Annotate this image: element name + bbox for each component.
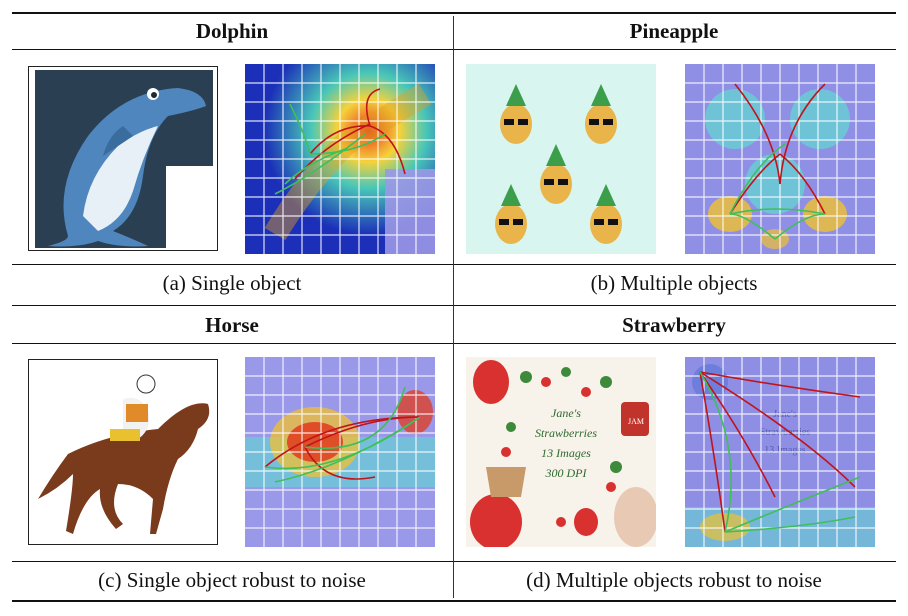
strawberry-title-line3: 13 Images <box>541 446 591 460</box>
pineapple-heatmap <box>685 64 875 254</box>
panel-title-horse: Horse <box>205 313 259 337</box>
panel-title-dolphin: Dolphin <box>195 19 269 43</box>
caption-b: (b) Multiple objects <box>590 271 758 295</box>
header-rule-2 <box>12 305 896 306</box>
dolphin-heatmap <box>245 64 435 254</box>
strawberry-image: JAM Jane's Strawberries 13 Images 300 DP… <box>466 357 656 547</box>
heatmap-text-line3: 13 Images <box>764 445 805 456</box>
caption-d: (d) Multiple objects robust to noise <box>526 568 822 592</box>
dolphin-image <box>28 66 218 251</box>
caption-c: (c) Single object robust to noise <box>98 568 366 592</box>
strawberry-title-line2: Strawberries <box>535 426 597 440</box>
caption-a: (a) Single object <box>162 271 302 295</box>
strawberry-title-line4: 300 DPI <box>545 466 588 480</box>
caption-rule-2 <box>12 561 896 562</box>
strawberry-title-line1: Jane's <box>551 406 581 420</box>
horse-image <box>28 359 218 545</box>
top-rule <box>12 12 896 14</box>
header-rule-3 <box>12 343 896 344</box>
header-rule-1 <box>12 49 896 50</box>
strawberry-heatmap: Jane's Strawberries 13 Images <box>685 357 875 547</box>
bottom-rule <box>12 600 896 602</box>
panel-title-strawberry: Strawberry <box>622 313 726 337</box>
caption-rule-1 <box>12 264 896 265</box>
column-separator <box>453 16 454 598</box>
pineapple-image <box>466 64 656 254</box>
panel-title-pineapple: Pineapple <box>629 19 719 43</box>
jar-label: JAM <box>628 417 644 426</box>
horse-heatmap <box>245 357 435 547</box>
